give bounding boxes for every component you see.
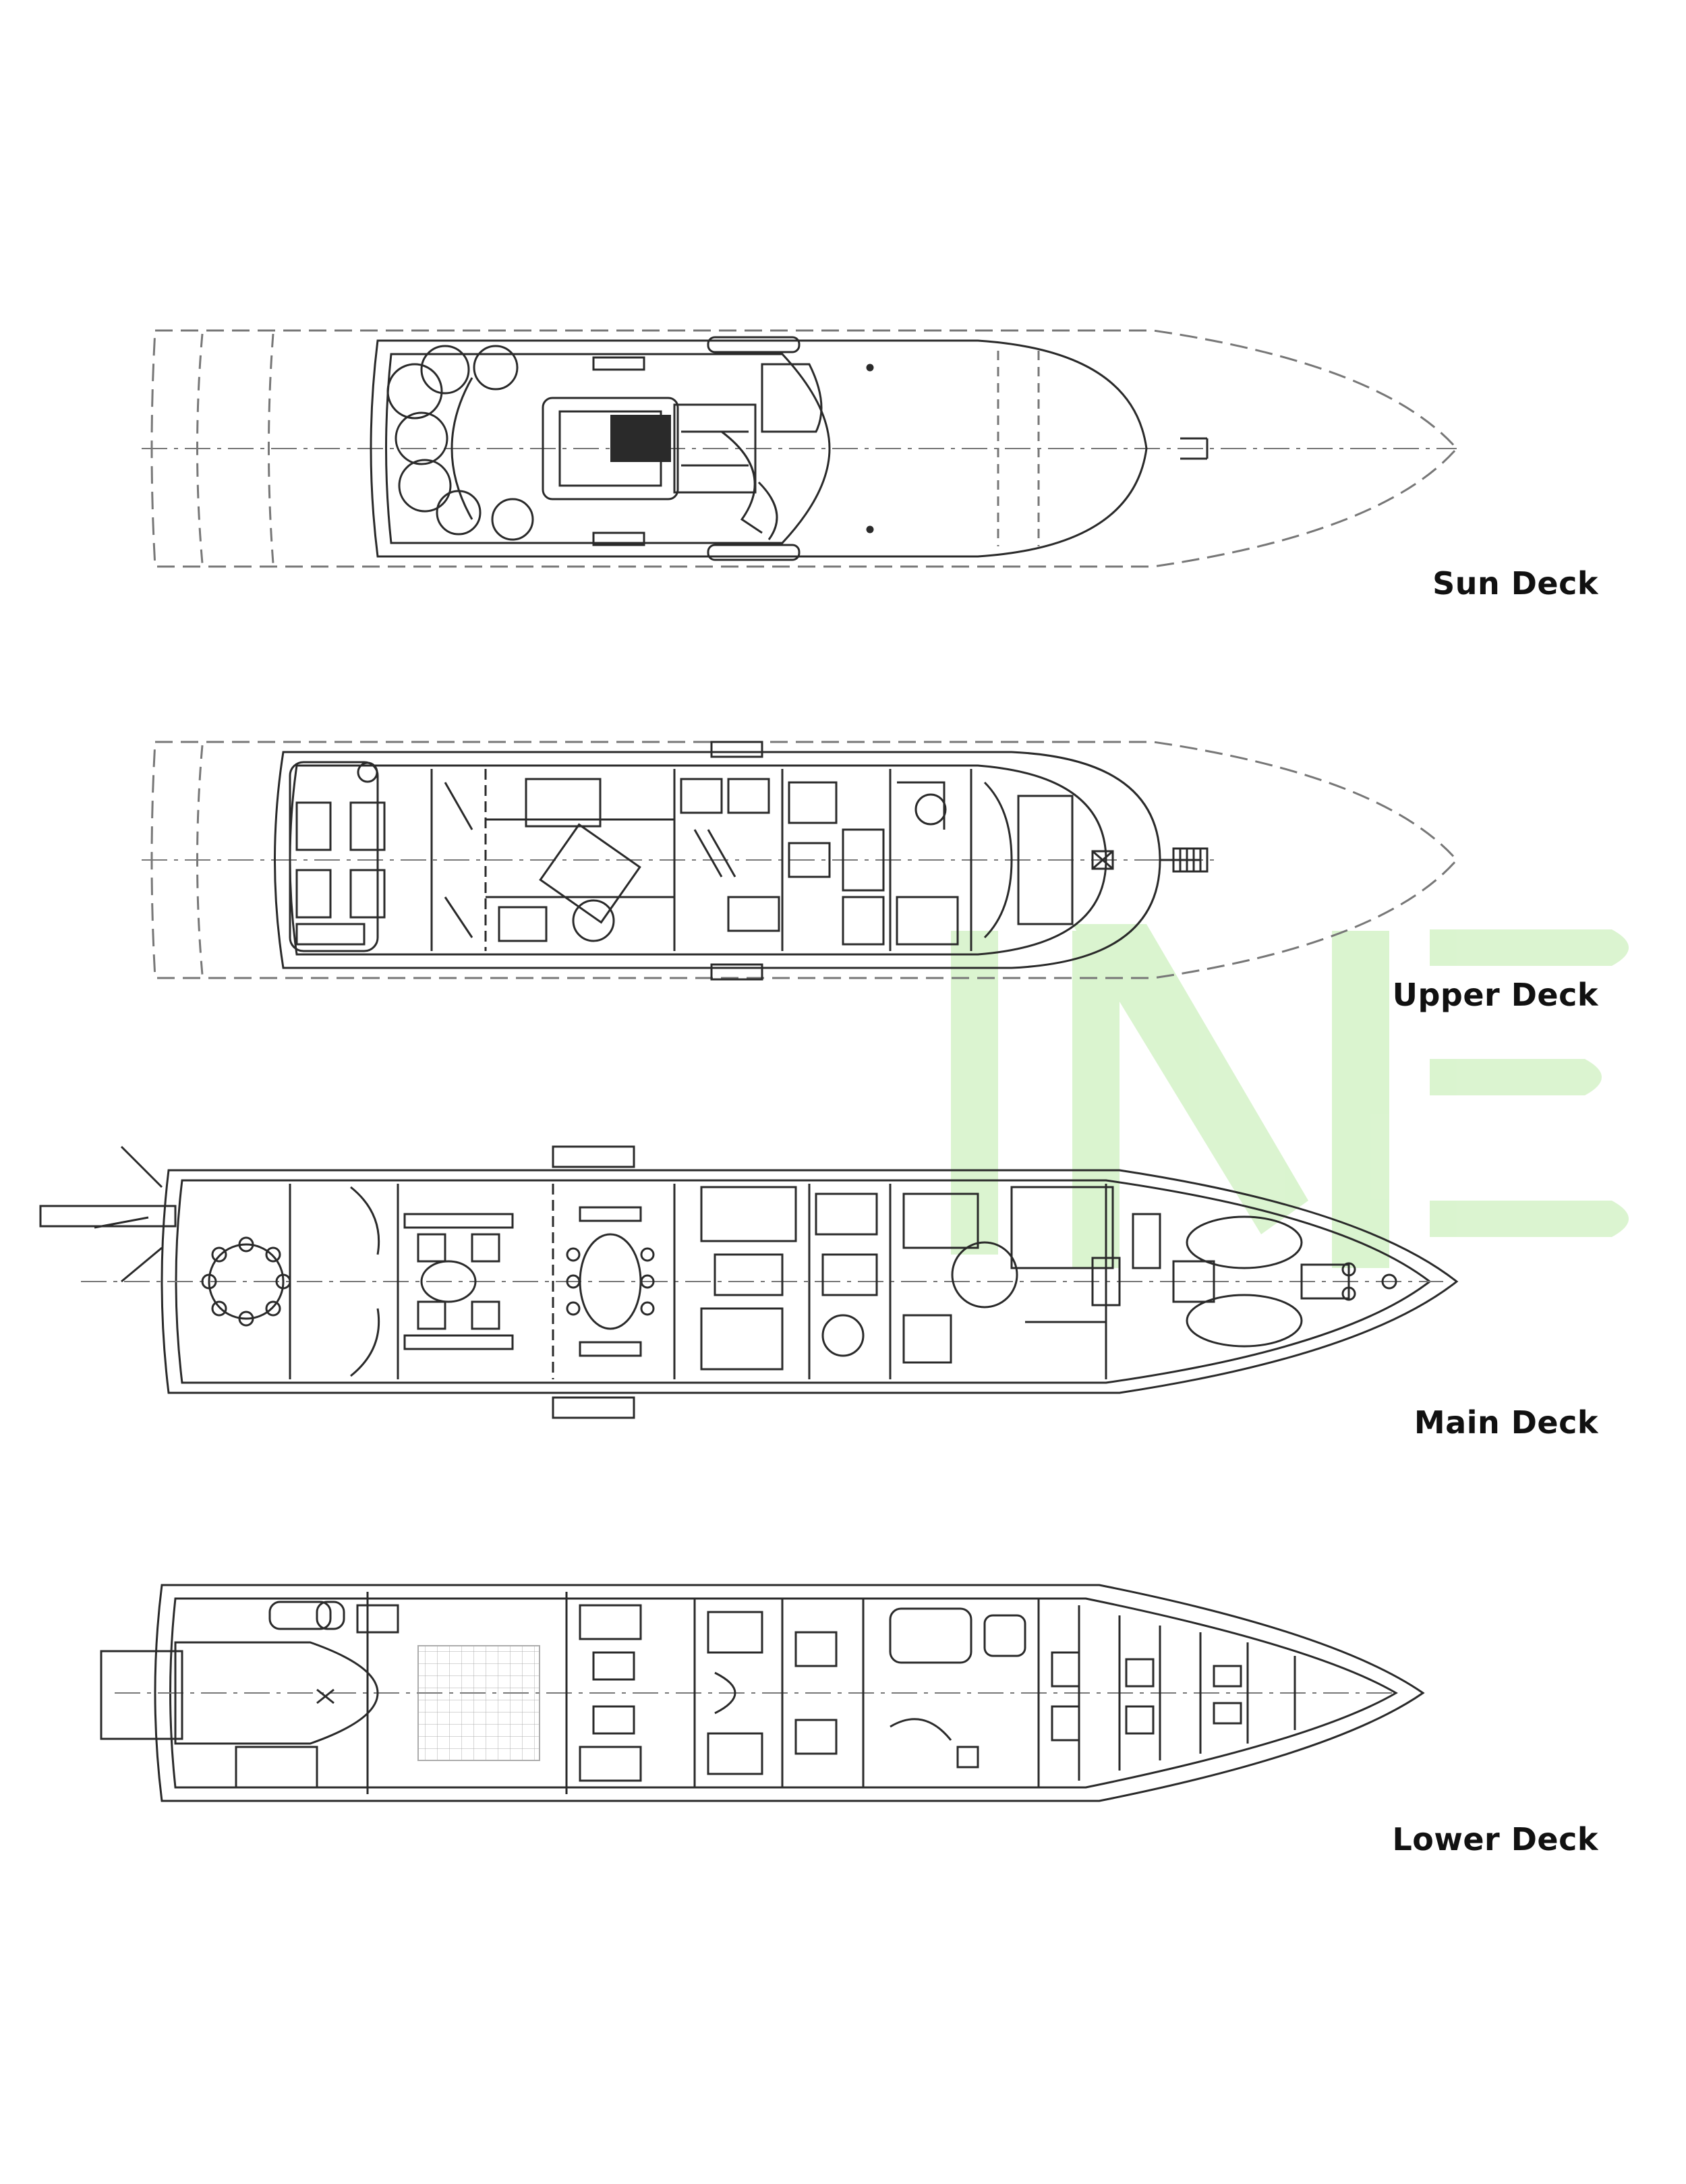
upper-deck-superstructure: [274, 751, 1161, 969]
main-deck-hull-outline: [161, 1169, 1459, 1394]
lower-deck-label: Lower Deck: [1392, 1821, 1598, 1858]
sun-deck-hull-outline: [150, 329, 1458, 568]
sun-deck-superstructure: [370, 339, 1148, 558]
main-deck-plan: [39, 1145, 1459, 1419]
lower-deck-plan: [100, 1584, 1425, 1802]
sun-deck-label: Sun Deck: [1432, 565, 1598, 602]
upper-deck-plan: [142, 741, 1458, 981]
upper-deck-label: Upper Deck: [1392, 977, 1598, 1013]
lower-deck-hull-outline: [154, 1584, 1425, 1802]
sun-deck-plan: [142, 329, 1458, 568]
upper-deck-hull-outline: [150, 741, 1458, 979]
tender-boat-outline: [174, 1641, 379, 1745]
main-deck-label: Main Deck: [1414, 1404, 1598, 1441]
watermark-logo: [951, 924, 1629, 1268]
